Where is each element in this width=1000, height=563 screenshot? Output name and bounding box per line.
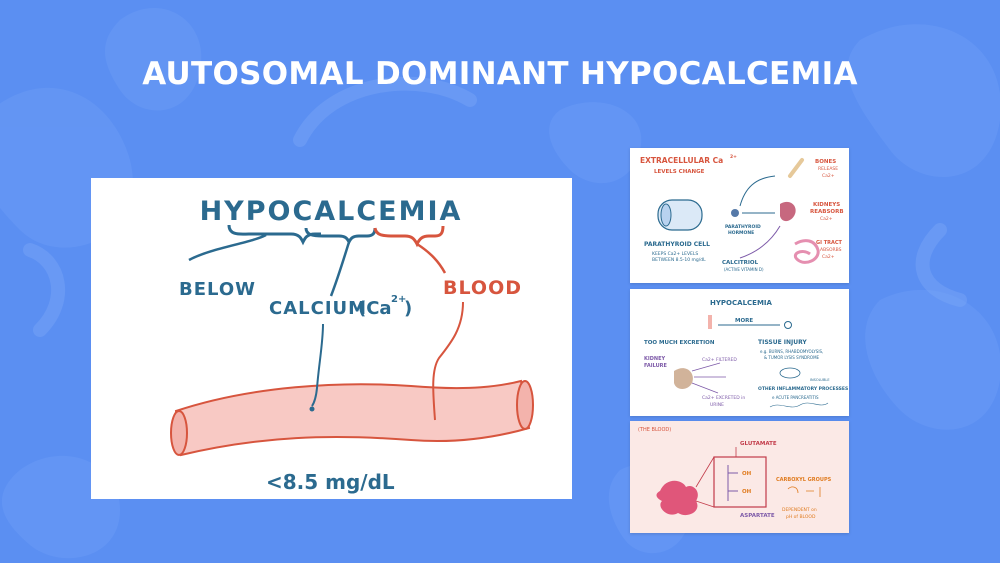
thumbnail-hypocalcemia-causes[interactable]: HYPOCALCEMIA MORE TOO MUCH EXCRETION TIS… bbox=[630, 289, 849, 416]
threshold-value: <8.5 mg/dL bbox=[266, 470, 395, 494]
brace-calcium bbox=[304, 227, 377, 246]
t2-insoluble-shape bbox=[779, 367, 801, 379]
line-blood-to-vessel bbox=[432, 301, 464, 421]
t3-molecule-chain bbox=[727, 465, 738, 501]
t3-zoom-lines bbox=[695, 456, 715, 508]
t1-bones-note: RELEASE bbox=[818, 166, 838, 172]
t1-gi-label: GI TRACT bbox=[816, 240, 843, 246]
t1-gi-note: ABSORBS bbox=[820, 247, 842, 253]
t1-cell-note: KEEPS Ca2+ LEVELS bbox=[652, 251, 698, 257]
t3-carboxyl-label: CARBOXYL GROUPS bbox=[776, 477, 832, 483]
vessel-end-left bbox=[170, 410, 188, 456]
t1-pth-label: PARATHYROID bbox=[725, 224, 761, 230]
t1-bones-label: BONES bbox=[815, 159, 836, 165]
t3-oh-label-2: OH bbox=[742, 489, 752, 495]
t3-dependent-label: DEPENDENT on bbox=[782, 507, 817, 513]
thumbnail-calcium-regulation[interactable]: EXTRACELLULAR Ca 2+ LEVELS CHANGE PARATH… bbox=[630, 148, 849, 283]
calcium-regulation-drawing: EXTRACELLULAR Ca 2+ LEVELS CHANGE PARATH… bbox=[640, 154, 844, 272]
t3-aspartate-label: ASPARTATE bbox=[740, 513, 775, 519]
vessel-end-right bbox=[516, 380, 534, 430]
t2-excreted-label-2: URINE bbox=[710, 402, 724, 408]
line-blood bbox=[416, 242, 447, 274]
t2-injury-note-2: & TUMOR LYSIS SYNDROME bbox=[764, 355, 820, 360]
line-calcium bbox=[329, 241, 351, 297]
t3-dependent-label-2: pH of BLOOD bbox=[786, 514, 816, 520]
t2-filtered-label: Ca2+ FILTERED bbox=[702, 357, 737, 363]
slide-title: AUTOSOMAL DOMINANT HYPOCALCEMIA bbox=[142, 56, 858, 92]
t2-title: HYPOCALCEMIA bbox=[710, 299, 773, 307]
t2-excretion-arrows bbox=[691, 362, 726, 394]
t1-calcitriol-note: (ACTIVE VITAMIN D) bbox=[724, 267, 764, 272]
t3-oh-label-1: OH bbox=[742, 471, 752, 477]
t1-title-charge: 2+ bbox=[730, 154, 737, 160]
t1-calcitriol-label: CALCITRIOL bbox=[722, 260, 759, 266]
label-calcium: CALCIUM bbox=[269, 298, 367, 319]
t2-kidney-label-2: FAILURE bbox=[644, 363, 667, 369]
label-blood: BLOOD bbox=[443, 277, 522, 299]
blood-vessel bbox=[174, 379, 531, 457]
cell-nucleus bbox=[660, 203, 672, 227]
t3-glutamate-label: GLUTAMATE bbox=[740, 441, 777, 447]
t2-inflammatory-label: OTHER INFLAMMATORY PROCESSES bbox=[758, 386, 848, 392]
t1-pth-label-2: HORMONE bbox=[728, 230, 754, 236]
kidney-shape bbox=[780, 201, 796, 222]
t2-injury-label: TISSUE INJURY bbox=[758, 339, 807, 346]
t3-albumin-shape bbox=[656, 480, 698, 516]
calcium-binding-drawing: (THE BLOOD) GLUTAMATE OH OH CARBOXYL GRO… bbox=[638, 427, 832, 520]
t2-kidney-shape bbox=[674, 368, 693, 389]
t3-tag: (THE BLOOD) bbox=[638, 427, 671, 433]
t1-subtitle: LEVELS CHANGE bbox=[654, 169, 705, 175]
t2-kidney-label: KIDNEY bbox=[644, 356, 665, 362]
arrow-calcitriol bbox=[739, 225, 781, 259]
t2-calcium-ion bbox=[784, 321, 792, 329]
arrow-to-bones bbox=[739, 175, 776, 207]
t1-kidneys-note: REABSORB bbox=[810, 209, 844, 215]
t1-cell-label: PARATHYROID CELL bbox=[644, 241, 710, 248]
t3-zoom-box bbox=[713, 456, 767, 508]
line-calcium-to-vessel bbox=[311, 323, 324, 407]
gi-shape bbox=[793, 239, 820, 264]
thumbnail-calcium-binding[interactable]: (THE BLOOD) GLUTAMATE OH OH CARBOXYL GRO… bbox=[630, 421, 849, 533]
pth-molecule bbox=[731, 209, 739, 217]
t1-bones-note-2: Ca2+ bbox=[822, 173, 835, 179]
calcium-dot bbox=[309, 406, 315, 412]
label-below: BELOW bbox=[179, 279, 256, 300]
brace-below bbox=[227, 224, 321, 246]
label-calcium-formula: (Ca bbox=[358, 298, 392, 319]
t2-insoluble-label: INSOLUBLE bbox=[810, 378, 830, 382]
t1-kidneys-label: KIDNEYS bbox=[813, 202, 840, 208]
hypocalcemia-illustration: HYPOCALCEMIA BELOW CALCIUM (Ca 2+ ) BLOO… bbox=[91, 178, 572, 499]
label-calcium-close: ) bbox=[404, 298, 412, 319]
t2-excretion-label: TOO MUCH EXCRETION bbox=[644, 340, 715, 346]
hypocalcemia-drawing: HYPOCALCEMIA BELOW CALCIUM (Ca 2+ ) BLOO… bbox=[170, 196, 534, 494]
t1-cell-note-2: BETWEEN 8.5-10 mg/dL bbox=[652, 257, 706, 263]
t1-title: EXTRACELLULAR Ca bbox=[640, 156, 723, 165]
t2-more-label: MORE bbox=[735, 318, 753, 324]
illustration-heading: HYPOCALCEMIA bbox=[200, 196, 463, 227]
t2-squiggle bbox=[769, 402, 829, 408]
label-calcium-charge: 2+ bbox=[391, 294, 406, 305]
hypocalcemia-causes-drawing: HYPOCALCEMIA MORE TOO MUCH EXCRETION TIS… bbox=[644, 299, 848, 408]
t3-carboxyl-sketch bbox=[787, 486, 821, 497]
t2-blood-mark bbox=[708, 315, 712, 329]
t2-excreted-label: Ca2+ EXCRETED in bbox=[702, 395, 745, 401]
brace-blood bbox=[373, 225, 445, 248]
line-below bbox=[188, 233, 267, 262]
bone-shape bbox=[788, 158, 804, 178]
t2-pancreatitis-label: e ACUTE PANCREATITIS bbox=[772, 395, 819, 400]
t2-injury-note: e.g. BURNS, RHABDOMYOLYSIS, bbox=[760, 349, 823, 354]
t1-kidneys-note-2: Ca2+ bbox=[820, 216, 833, 222]
t1-gi-note-2: Ca2+ bbox=[822, 254, 835, 260]
